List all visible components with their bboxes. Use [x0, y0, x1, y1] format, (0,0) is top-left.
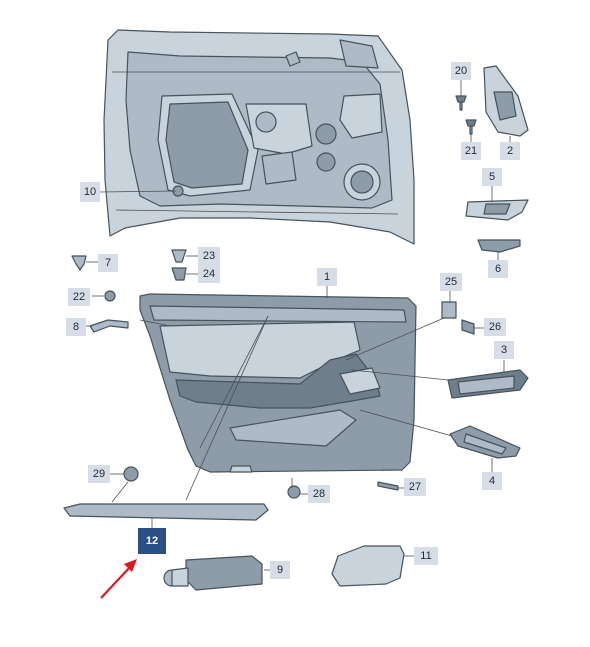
door-frame — [103, 29, 415, 245]
svg-text:20: 20 — [455, 65, 467, 77]
label-22[interactable]: 22 — [68, 288, 90, 306]
svg-text:5: 5 — [489, 171, 495, 183]
svg-text:8: 8 — [73, 321, 79, 333]
clip-part-22 — [104, 290, 116, 302]
clip-part-29 — [123, 466, 139, 482]
handle-part-6 — [477, 239, 521, 253]
svg-text:1: 1 — [324, 271, 330, 283]
svg-text:7: 7 — [105, 257, 111, 269]
label-8[interactable]: 8 — [66, 318, 86, 336]
clip-part-23 — [171, 249, 187, 263]
svg-text:25: 25 — [445, 276, 457, 288]
svg-text:6: 6 — [495, 263, 501, 275]
svg-text:2: 2 — [507, 145, 513, 157]
svg-text:26: 26 — [489, 321, 501, 333]
screw-part-26 — [461, 319, 475, 335]
label-2[interactable]: 2 — [500, 142, 520, 160]
svg-text:22: 22 — [73, 291, 85, 303]
screw-part-20 — [455, 95, 467, 111]
svg-text:29: 29 — [93, 468, 105, 480]
label-12[interactable]: 12 — [138, 528, 166, 554]
mirror-cover-part — [483, 65, 529, 137]
label-23[interactable]: 23 — [198, 247, 220, 265]
label-29[interactable]: 29 — [88, 465, 110, 483]
cable-part-8 — [89, 319, 129, 333]
handle-part-5 — [465, 199, 529, 221]
label-21[interactable]: 21 — [461, 142, 481, 160]
speaker-part-9 — [163, 555, 263, 591]
switch-panel-3 — [447, 369, 529, 399]
svg-text:11: 11 — [420, 550, 431, 562]
svg-text:9: 9 — [277, 564, 283, 576]
svg-text:3: 3 — [501, 344, 507, 356]
screw-part-27 — [377, 481, 399, 491]
svg-text:24: 24 — [203, 268, 215, 280]
label-9[interactable]: 9 — [270, 561, 290, 579]
screw-part-21 — [465, 119, 477, 135]
label-25[interactable]: 25 — [440, 273, 462, 291]
trim-strip — [63, 503, 269, 521]
svg-text:28: 28 — [313, 488, 325, 500]
label-1[interactable]: 1 — [317, 268, 337, 286]
label-3[interactable]: 3 — [494, 341, 514, 359]
label-20[interactable]: 20 — [451, 62, 471, 80]
label-28[interactable]: 28 — [308, 485, 330, 503]
svg-text:23: 23 — [203, 250, 215, 262]
svg-text:21: 21 — [465, 145, 477, 157]
label-4[interactable]: 4 — [482, 472, 502, 490]
leader-lines — [86, 80, 511, 571]
label-7[interactable]: 7 — [98, 254, 118, 272]
svg-text:27: 27 — [409, 481, 421, 493]
label-5[interactable]: 5 — [482, 168, 502, 186]
label-24[interactable]: 24 — [198, 265, 220, 283]
label-27[interactable]: 27 — [404, 478, 426, 496]
svg-text:12: 12 — [146, 535, 158, 547]
svg-text:4: 4 — [489, 475, 495, 487]
clip-part-28 — [287, 485, 301, 499]
door-trim-panel — [139, 293, 417, 473]
svg-text:10: 10 — [84, 186, 96, 198]
red-arrow-icon — [100, 559, 137, 599]
label-6[interactable]: 6 — [488, 260, 508, 278]
switch-panel-4 — [449, 425, 521, 459]
clip-part-25 — [441, 301, 457, 319]
label-26[interactable]: 26 — [484, 318, 506, 336]
label-11[interactable]: 10 — [80, 182, 100, 202]
speaker-part-10 — [331, 545, 405, 587]
label-10[interactable]: 11 — [414, 547, 438, 565]
clip-part-24 — [171, 267, 187, 281]
clip-part-7 — [71, 255, 87, 271]
